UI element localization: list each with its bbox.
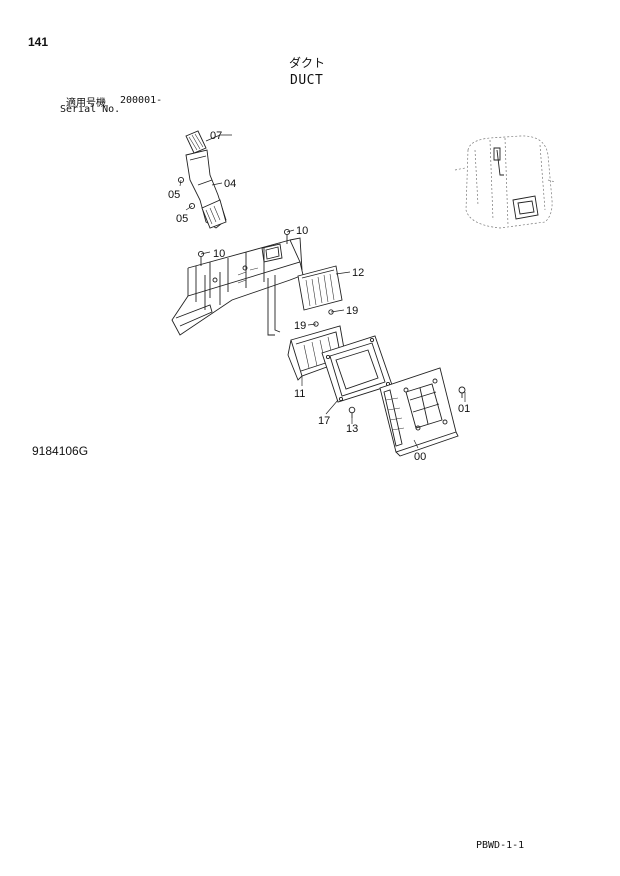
- callout-00: 00: [414, 451, 426, 463]
- callout-07: 07: [210, 130, 222, 142]
- part-04-riser-duct: [185, 149, 227, 229]
- callout-11: 11: [294, 388, 305, 400]
- serial-value: 200001-: [120, 95, 163, 106]
- callout-12: 12: [352, 267, 364, 279]
- title-japanese: ダクト: [289, 56, 326, 70]
- callout-10-right: 10: [296, 225, 308, 237]
- title-english: DUCT: [290, 73, 324, 88]
- callout-17: 17: [318, 415, 330, 427]
- callout-05-upper: 05: [168, 189, 180, 201]
- screw-13: [348, 406, 356, 418]
- part-07-grille: [185, 130, 207, 154]
- cab-locator-sketch: [454, 135, 556, 229]
- callout-05-lower: 05: [176, 213, 188, 225]
- callout-19-right: 19: [346, 305, 358, 317]
- part-12-filter: [297, 265, 343, 311]
- page-number: 141: [28, 35, 49, 49]
- callout-04: 04: [224, 178, 236, 190]
- part-00-duct-assembly: [379, 367, 459, 457]
- part-17-gasket-frame: [321, 335, 393, 403]
- callout-01: 01: [458, 403, 470, 415]
- serial-label-english: Serial No.: [60, 104, 121, 115]
- duct-bracket-frame: [171, 237, 304, 336]
- callout-19-left: 19: [294, 320, 306, 332]
- screw-01: [458, 386, 466, 398]
- leader-lines: [179, 134, 466, 449]
- serial-label-japanese: 適用号機: [66, 98, 106, 109]
- drawing-code: 9184106G: [32, 444, 89, 458]
- callout-13: 13: [346, 423, 358, 435]
- page-code: PBWD-1-1: [476, 840, 525, 851]
- callout-10-left: 10: [213, 248, 225, 260]
